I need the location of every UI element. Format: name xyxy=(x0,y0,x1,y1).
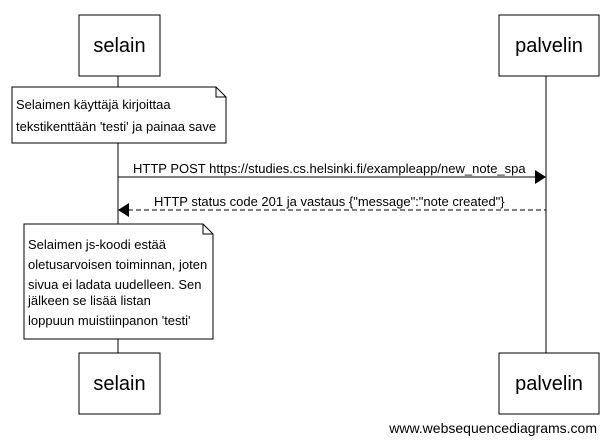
message-response: HTTP status code 201 ja vastaus {"messag… xyxy=(118,194,546,217)
participant-server-label: palvelin xyxy=(515,35,583,57)
message-post-label: HTTP POST https://studies.cs.helsinki.fi… xyxy=(133,161,526,176)
note-js-behavior: Selaimen js-koodi estää oletusarvoisen t… xyxy=(23,223,214,340)
note-line: Selaimen js-koodi estää xyxy=(28,237,167,252)
note-line: sivua ei ladata uudelleen. Sen xyxy=(28,277,201,292)
participant-client-top: selain xyxy=(78,14,161,77)
note-user-action: Selaimen käyttäjä kirjoittaa tekstikentt… xyxy=(11,86,227,144)
participant-server-bottom: palvelin xyxy=(498,352,600,415)
note-line: tekstikenttään 'testi' ja painaa save xyxy=(16,119,216,134)
note-line: jälkeen se lisää listan xyxy=(27,293,151,308)
note-line: Selaimen käyttäjä kirjoittaa xyxy=(16,97,171,112)
note-line: oletusarvoisen toiminnan, joten xyxy=(28,257,207,272)
participant-client-bottom: selain xyxy=(78,352,161,415)
message-post: HTTP POST https://studies.cs.helsinki.fi… xyxy=(118,161,546,184)
arrowhead-icon xyxy=(118,203,129,217)
participant-client-label: selain xyxy=(93,35,145,57)
message-response-label: HTTP status code 201 ja vastaus {"messag… xyxy=(154,194,505,209)
watermark-link[interactable]: www.websequencediagrams.com xyxy=(388,420,597,436)
participant-server-label: palvelin xyxy=(515,373,583,395)
arrowhead-icon xyxy=(535,170,546,184)
note-line: loppuun muistiinpanon 'testi' xyxy=(28,313,191,328)
participant-server-top: palvelin xyxy=(498,14,600,77)
participant-client-label: selain xyxy=(93,373,145,395)
